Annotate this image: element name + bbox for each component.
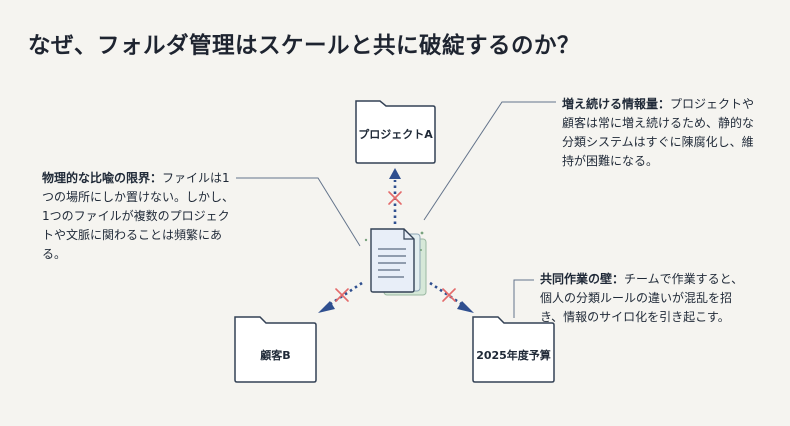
folder-icon-right (472, 316, 555, 383)
document-icon (364, 228, 427, 296)
page-title: なぜ、フォルダ管理はスケールと共に破綻するのか？ (28, 33, 581, 59)
note-collab-heading: 共同作業の壁： (540, 272, 625, 286)
arrow-to-top (389, 168, 401, 224)
folder-label-top: プロジェクトA (358, 128, 433, 141)
cross-icon-top (388, 191, 402, 205)
arrow-to-left (318, 281, 363, 313)
note-metaphor-body: ファイルは1つの場所にしか置けない。しかし、1つのファイルが複数のプロジェクトや… (42, 171, 235, 261)
note-collab-body: チームで作業すると、個人の分類ルールの違いが混乱を招き、情報のサイロ化を引き起こ… (540, 272, 744, 324)
note-info-heading: 増え続ける情報量： (562, 97, 671, 111)
arrow-to-right (429, 281, 474, 313)
folder-label-right: 2025年度予算 (476, 349, 551, 362)
note-metaphor: 物理的な比喩の限界：ファイルは1つの場所にしか置けない。しかし、1つのファイルが… (42, 169, 237, 264)
note-info-body: プロジェクトや顧客は常に増え続けるため、静的な分類システムはすぐに陳腐化し、維持… (562, 97, 755, 168)
note-collab: 共同作業の壁：チームで作業すると、個人の分類ルールの違いが混乱を招き、情報のサイ… (540, 270, 745, 327)
connector-line-info (423, 101, 556, 221)
note-info: 増え続ける情報量：プロジェクトや顧客は常に増え続けるため、静的な分類システムはす… (562, 95, 760, 171)
cross-icon-left (335, 288, 349, 302)
cross-icon-right (442, 288, 456, 302)
note-metaphor-heading: 物理的な比喩の限界： (42, 171, 163, 185)
folder-icon-top (355, 100, 436, 164)
connector-line-collab (513, 279, 534, 318)
folder-icon-left (234, 316, 317, 383)
connector-line-metaphor (236, 177, 361, 247)
folder-label-left: 顧客B (260, 349, 291, 362)
